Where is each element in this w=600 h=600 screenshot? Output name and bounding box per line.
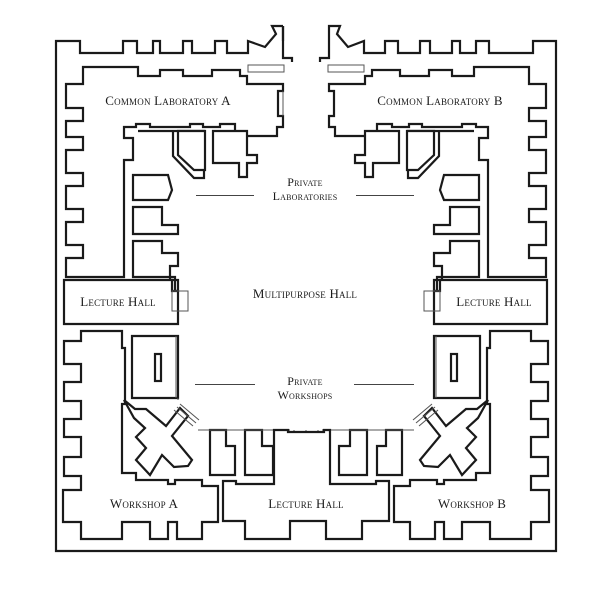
- label-private-labs-2: Laboratories: [272, 189, 338, 203]
- stairs-ws-a: [173, 403, 200, 427]
- label-multipurpose-hall: Multipurpose Hall: [252, 286, 358, 301]
- private-lab-cell: [176, 129, 207, 172]
- common-lab-b-room: [327, 65, 548, 279]
- leader-line: [196, 195, 254, 196]
- leader-line: [356, 195, 414, 196]
- leader-line: [195, 384, 255, 385]
- private-lab-cell: [131, 205, 180, 236]
- x-shaped-room-a: [123, 399, 194, 477]
- label-workshop-a: Workshop A: [109, 496, 179, 511]
- label-common-lab-b: Common Laboratory B: [377, 93, 503, 108]
- door-right: [423, 290, 441, 312]
- private-lab-cell: [131, 173, 174, 202]
- label-private-workshops-1: Private: [287, 374, 323, 388]
- workshop-b-room: [392, 329, 551, 541]
- label-common-lab-a: Common Laboratory A: [105, 93, 231, 108]
- label-workshop-b: Workshop B: [437, 496, 507, 511]
- label-private-labs-1: Private: [287, 175, 323, 189]
- workshop-a-room: [61, 329, 220, 541]
- common-lab-a-room: [64, 65, 285, 279]
- label-lecture-hall-left: Lecture Hall: [80, 294, 156, 309]
- lecture-hall-bottom-room: [221, 428, 391, 541]
- label-private-workshops-2: Workshops: [277, 388, 333, 402]
- label-lecture-hall-right: Lecture Hall: [456, 294, 532, 309]
- private-lab-cell: [211, 129, 259, 179]
- label-lecture-hall-bottom: Lecture Hall: [268, 496, 344, 511]
- leader-line: [354, 384, 414, 385]
- door-left: [171, 290, 189, 312]
- stairs-a: [247, 64, 285, 73]
